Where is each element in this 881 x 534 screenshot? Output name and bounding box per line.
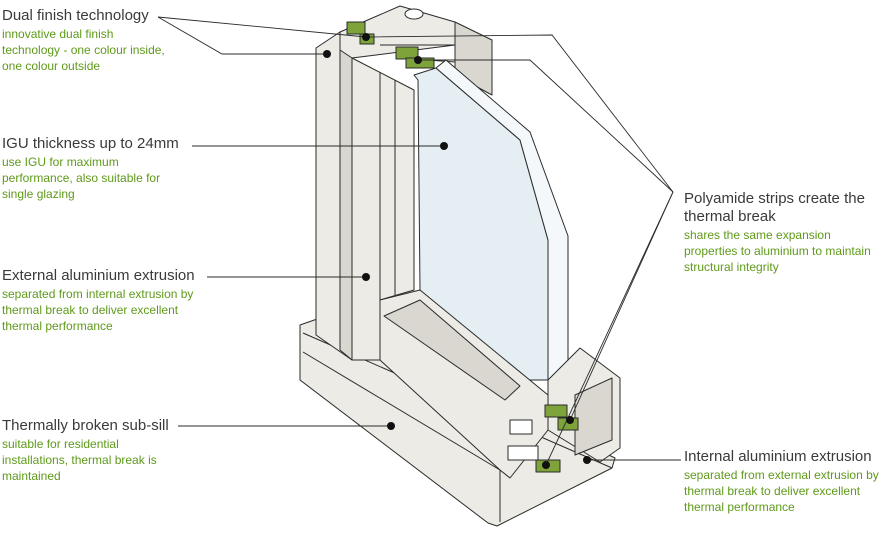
leader-dual-finish [157, 16, 327, 55]
callout-description: use IGU for maximum performance, also su… [2, 155, 161, 201]
callout-dual-finish: Dual finish technology innovative dual f… [2, 7, 172, 74]
callout-description: separated from internal extrusion by the… [2, 287, 194, 333]
callout-polyamide-strips: Polyamide strips create the thermal brea… [684, 190, 879, 275]
leader-dot [566, 416, 574, 424]
callout-sub-sill: Thermally broken sub-sill suitable for r… [2, 417, 182, 484]
leader-dot [362, 273, 370, 281]
leader-dot [414, 56, 422, 64]
leader-dots [323, 33, 591, 469]
callout-title: Thermally broken sub-sill [2, 417, 169, 434]
leader-dot [583, 456, 591, 464]
callout-igu-thickness: IGU thickness up to 24mm use IGU for max… [2, 135, 179, 202]
callout-title: IGU thickness up to 24mm [2, 135, 179, 152]
leader-polyamide [569, 191, 674, 421]
leader-dot [387, 422, 395, 430]
callout-description: shares the same expansion properties to … [684, 228, 871, 274]
leader-dot [440, 142, 448, 150]
callout-description: innovative dual finish technology - one … [2, 27, 165, 73]
outer-frame-left-face [339, 31, 353, 361]
leader-lines [157, 16, 681, 466]
leader-dot [542, 461, 550, 469]
extrusion-cavity [507, 445, 539, 461]
callout-internal-extrusion: Internal aluminium extrusion separated f… [684, 448, 881, 515]
polyamide-strip [544, 404, 568, 418]
top-tube-opening [404, 8, 424, 20]
callout-title: Polyamide strips create the thermal brea… [684, 190, 865, 225]
callout-description: separated from external extrusion by the… [684, 468, 879, 514]
callout-description: suitable for residential installations, … [2, 437, 157, 483]
polyamide-strip [346, 21, 366, 35]
leader-dual-finish [157, 16, 367, 38]
polyamide-strip [395, 46, 419, 60]
callout-title: Dual finish technology [2, 7, 149, 24]
leader-polyamide [418, 59, 674, 193]
sash-bottom-rail-face [383, 299, 521, 401]
outer-frame-bottom-face [574, 377, 613, 456]
leader-dot [362, 33, 370, 41]
leader-dot [323, 50, 331, 58]
leader-polyamide [365, 34, 674, 193]
callout-title: External aluminium extrusion [2, 267, 195, 284]
window-frame-illustration [299, 5, 621, 527]
extrusion-cavity [509, 419, 533, 435]
callout-title: Internal aluminium extrusion [684, 448, 872, 465]
callout-external-extrusion: External aluminium extrusion separated f… [2, 267, 207, 334]
